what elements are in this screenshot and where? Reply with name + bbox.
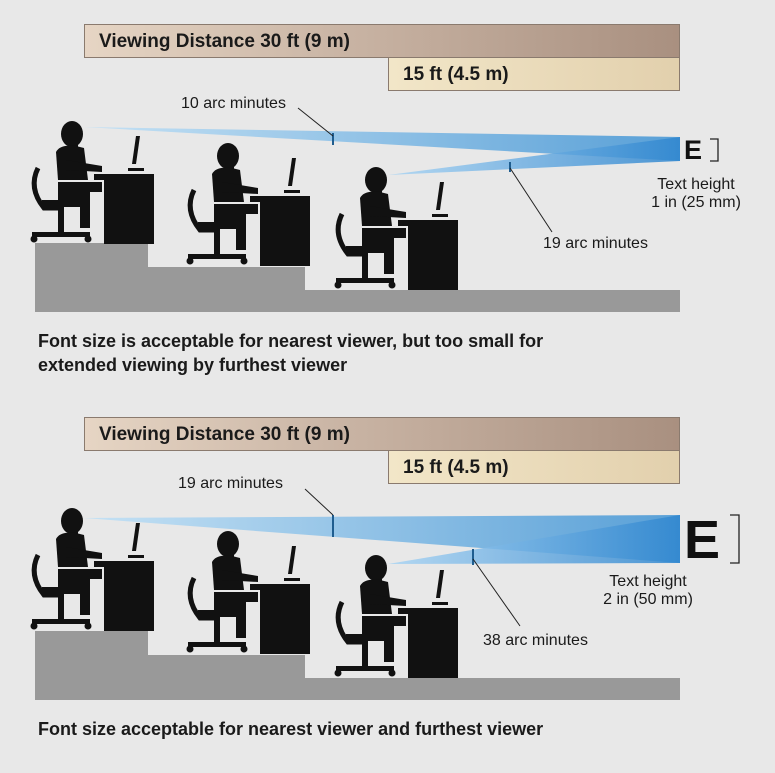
- text-height-value: 1 in (25 mm): [651, 194, 741, 211]
- tiered-floor: [35, 631, 680, 700]
- far-angle-label: 10 arc minutes: [181, 95, 286, 112]
- caption-line: Font size acceptable for nearest viewer …: [38, 719, 544, 739]
- caption-top: Font size is acceptable for nearest view…: [38, 329, 738, 377]
- near-angle-label: 38 arc minutes: [483, 632, 588, 649]
- sample-letter: E: [684, 135, 703, 165]
- text-height-label: Text height 2 in (50 mm): [592, 573, 704, 609]
- panel-bottom: Viewing Distance 30 ft (9 m) 15 ft (4.5 …: [0, 393, 775, 773]
- caption-line: extended viewing by furthest viewer: [38, 355, 348, 375]
- viewing-distance-30ft-bar: Viewing Distance 30 ft (9 m): [84, 417, 680, 451]
- panel-top: Viewing Distance 30 ft (9 m) 15 ft (4.5 …: [0, 0, 775, 380]
- seated-viewer-icon: [31, 121, 155, 244]
- caption-bottom: Font size acceptable for nearest viewer …: [38, 717, 738, 741]
- viewing-distance-15ft-bar: 15 ft (4.5 m): [388, 450, 680, 484]
- far-viewer-sightline: [84, 127, 680, 161]
- seated-viewer-icon: [187, 143, 311, 266]
- text-height-title: Text height: [609, 573, 687, 590]
- near-viewer-sightline: [388, 515, 680, 564]
- caption-line: Font size is acceptable for nearest view…: [38, 331, 544, 351]
- viewing-distance-30ft-bar: Viewing Distance 30 ft (9 m): [84, 24, 680, 58]
- seated-viewer-icon: [335, 555, 459, 678]
- tiered-floor: [35, 243, 680, 312]
- seated-viewer-icon: [31, 508, 155, 631]
- near-angle-label: 19 arc minutes: [543, 235, 648, 252]
- near-viewer-sightline: [388, 137, 680, 175]
- text-height-label: Text height 1 in (25 mm): [642, 176, 750, 212]
- far-angle-label: 19 arc minutes: [178, 475, 283, 492]
- scene-diagram-top: [0, 107, 719, 312]
- scene-diagram-bottom: [0, 488, 740, 700]
- text-height-title: Text height: [657, 176, 735, 193]
- text-height-value: 2 in (50 mm): [603, 591, 693, 608]
- seated-viewer-icon: [335, 167, 459, 290]
- sample-letter: E: [684, 510, 721, 570]
- viewing-distance-15ft-bar: 15 ft (4.5 m): [388, 57, 680, 91]
- seated-viewer-icon: [187, 531, 311, 654]
